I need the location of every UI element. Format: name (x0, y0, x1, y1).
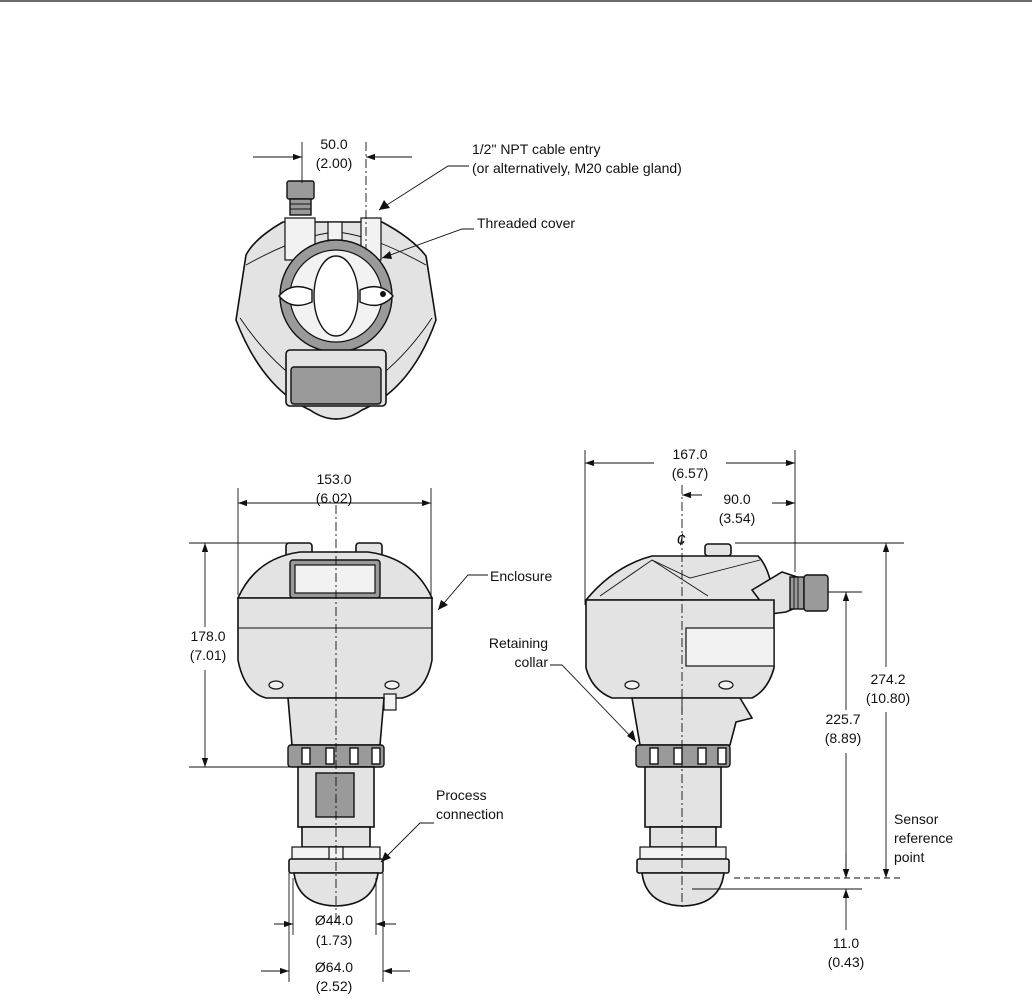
side-view: 167.0 (6.57) 90.0 (3.54) ¢ Retaining col… (489, 446, 954, 970)
cable-entry-label-line2: (or alternatively, M20 cable gland) (472, 160, 682, 176)
side-view-device-drawing (586, 544, 828, 906)
side-width-dim-inches: (6.57) (672, 465, 709, 481)
process-connection-label-line1: Process (436, 787, 487, 803)
total-height-dim: 274.2 (870, 671, 905, 687)
reference-height-dim-inches: (8.89) (825, 730, 862, 746)
front-view-device-drawing (238, 543, 432, 906)
threaded-cover-label: Threaded cover (477, 215, 575, 231)
inner-diameter-dim-inches: (1.73) (316, 932, 353, 948)
sensor-reference-label-line2: reference (894, 830, 953, 846)
bottom-offset-dim-inches: (0.43) (828, 954, 865, 970)
bottom-offset-dim: 11.0 (833, 935, 859, 951)
reference-height-dim: 225.7 (825, 711, 860, 727)
side-offset-dim: 90.0 (723, 491, 750, 507)
side-offset-dim-inches: (3.54) (719, 510, 756, 526)
retaining-collar-label-line1: Retaining (489, 635, 548, 651)
sensor-reference-label-line3: point (894, 849, 924, 865)
inner-diameter-dim: Ø44.0 (315, 912, 353, 928)
front-height-dim-inches: (7.01) (190, 647, 227, 663)
total-height-dim-inches: (10.80) (866, 690, 910, 706)
centerline-symbol: ¢ (676, 530, 686, 549)
retaining-collar-label-line2: collar (515, 654, 549, 670)
side-width-dim: 167.0 (672, 446, 707, 462)
enclosure-label: Enclosure (490, 568, 552, 584)
front-view: 153.0 (6.02) 178.0 (7.01) Enclosure Proc… (189, 471, 552, 994)
top-view: 50.0 (2.00) 1/2" NPT cable entry (or alt… (236, 136, 682, 419)
outer-diameter-dim: Ø64.0 (315, 959, 353, 975)
front-width-dim: 153.0 (316, 471, 351, 487)
front-height-dim: 178.0 (190, 628, 225, 644)
process-connection-label-line2: connection (436, 806, 504, 822)
top-view-device-drawing (236, 181, 436, 419)
sensor-reference-label-line1: Sensor (894, 811, 939, 827)
top-width-dim-inches: (2.00) (316, 155, 353, 171)
front-width-dim-inches: (6.02) (316, 490, 353, 506)
outer-diameter-dim-inches: (2.52) (316, 978, 353, 994)
top-width-dim: 50.0 (320, 136, 347, 152)
cable-entry-label-line1: 1/2" NPT cable entry (472, 141, 600, 157)
